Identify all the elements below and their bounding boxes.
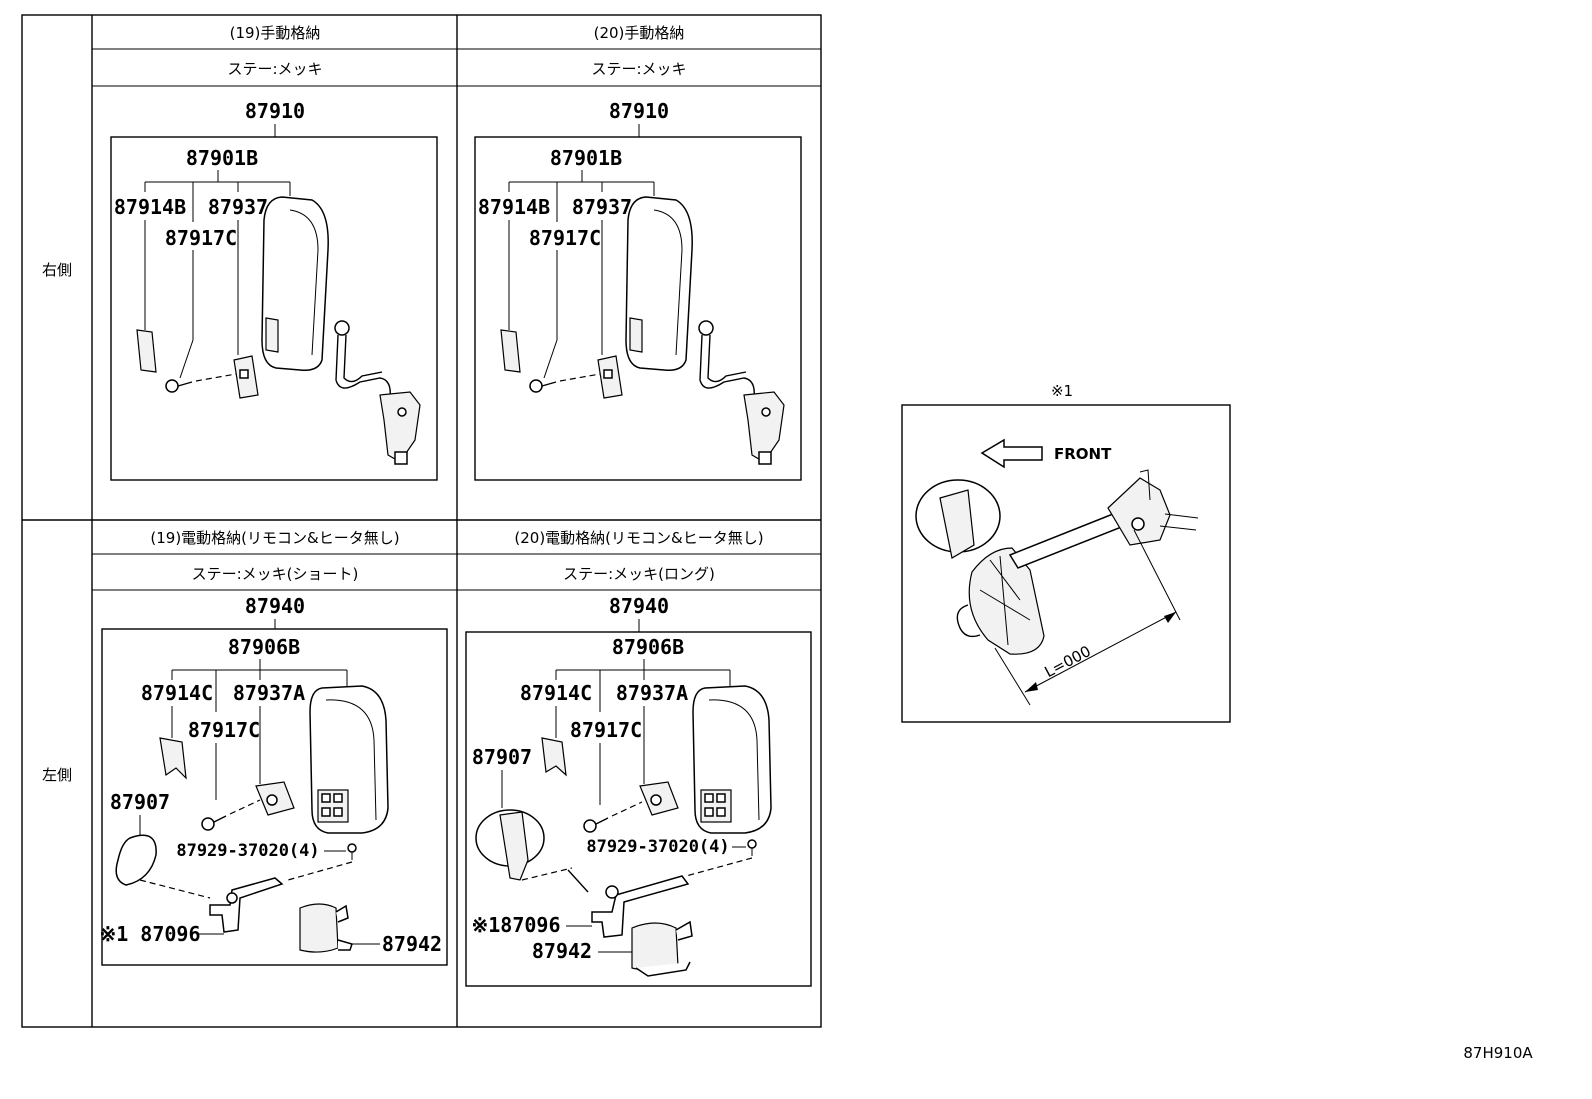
part-87901B-b: 87901B	[550, 146, 622, 170]
bottom-col20-model: (20)電動格納(リモコン&ヒータ無し)	[514, 529, 763, 547]
part-87901B: 87901B	[186, 146, 258, 170]
part-87907: 87907	[110, 790, 170, 814]
detail-note-1: ※1 FRONT L=000	[901, 382, 1231, 723]
part-87937-b: 87937	[572, 195, 632, 219]
left-side-label: 左側	[42, 766, 72, 784]
table-grid	[21, 14, 822, 1028]
top-col20-stay: ステー:メッキ	[591, 60, 686, 78]
part-87917C-b: 87917C	[529, 226, 601, 250]
detail-marker: ※1	[1051, 382, 1073, 400]
length-label: L=000	[1042, 642, 1094, 681]
part-87914C-b: 87914C	[520, 681, 592, 705]
top-col19-stay: ステー:メッキ	[227, 60, 322, 78]
right-side-label: 右側	[42, 261, 72, 279]
part-87914B-b: 87914B	[478, 195, 550, 219]
part-87910-b: 87910	[609, 99, 669, 123]
mirror-assembly-87940-col19: 87940 87906B 87914C 87937A 87917C 8	[99, 594, 448, 966]
top-col20-model: (20)手動格納	[594, 24, 685, 42]
bottom-col20-stay: ステー:メッキ(ロング)	[563, 565, 715, 583]
part-87942: 87942	[382, 932, 442, 956]
part-87937A-b: 87937A	[616, 681, 688, 705]
front-arrow-icon	[980, 438, 1043, 469]
part-87917C-c: 87917C	[188, 718, 260, 742]
front-label: FRONT	[1054, 445, 1112, 463]
part-87907-b: 87907	[472, 745, 532, 769]
part-87929: 87929-37020(4)	[176, 841, 319, 861]
part-87910: 87910	[245, 99, 305, 123]
part-87096: ※1 87096	[99, 922, 200, 946]
part-87942-b: 87942	[532, 939, 592, 963]
bottom-col19-model: (19)電動格納(リモコン&ヒータ無し)	[150, 529, 399, 547]
part-87940: 87940	[245, 594, 305, 618]
part-87096-b: ※187096	[471, 913, 560, 937]
mirror-assembly-87940-col20: 87940 87906B 87914C 87937A 87917C 87907	[465, 594, 812, 987]
part-87917C-d: 87917C	[570, 718, 642, 742]
part-87929-b: 87929-37020(4)	[586, 837, 729, 857]
part-87940-b: 87940	[609, 594, 669, 618]
part-87937: 87937	[208, 195, 268, 219]
part-87906B: 87906B	[228, 635, 300, 659]
part-87914C: 87914C	[141, 681, 213, 705]
part-87917C: 87917C	[165, 226, 237, 250]
mirror-assembly-87910-col19: 87910 87901B 87914B 87937 87917C	[110, 99, 438, 481]
bottom-col19-stay: ステー:メッキ(ショート)	[192, 565, 359, 583]
top-col19-model: (19)手動格納	[230, 24, 321, 42]
part-87937A: 87937A	[233, 681, 305, 705]
part-87914B: 87914B	[114, 195, 186, 219]
mirror-assembly-87910-col20: 87910 87901B 87914B 87937 87917C	[474, 99, 802, 481]
part-87906B-b: 87906B	[612, 635, 684, 659]
diagram-code: 87H910A	[1463, 1044, 1533, 1062]
